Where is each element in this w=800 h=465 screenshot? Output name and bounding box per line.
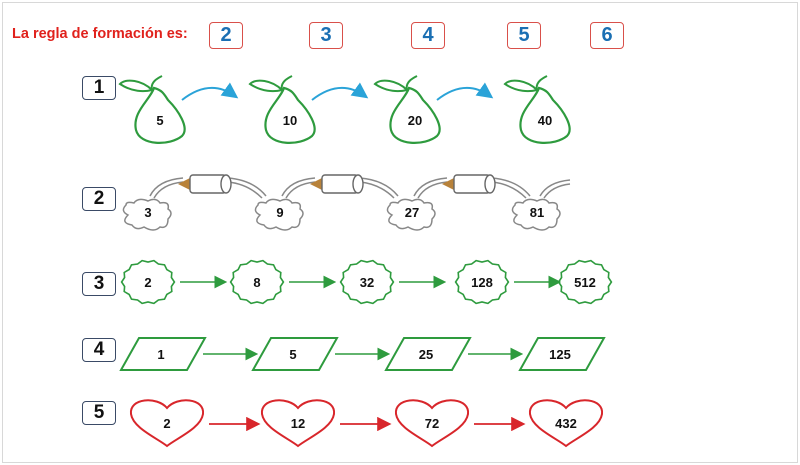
- sequence-value: 20: [408, 113, 422, 128]
- pear-body: [134, 86, 186, 144]
- row-label-4: 4: [82, 338, 116, 362]
- sequence-value: 1: [157, 347, 164, 362]
- sequence-value: 12: [291, 416, 305, 431]
- heart-icon: [528, 399, 604, 448]
- pear-icon: [373, 75, 441, 144]
- parallelogram-icon: [119, 337, 207, 371]
- pear-leaf: [118, 75, 163, 93]
- pear-body: [264, 86, 316, 144]
- pencil-tip: [178, 178, 190, 190]
- rule-option-6[interactable]: 6: [590, 22, 624, 49]
- pencil-end: [352, 174, 364, 194]
- pear-body: [389, 86, 441, 144]
- pear-leaf: [503, 75, 548, 93]
- sequence-value: 81: [530, 205, 544, 220]
- cloud-blob-icon: [386, 198, 436, 231]
- pencil-icon: [442, 174, 496, 194]
- sequence-value: 27: [405, 205, 419, 220]
- sequence-value: 10: [283, 113, 297, 128]
- motion-lines: [359, 177, 399, 199]
- motion-lines: [413, 177, 448, 199]
- sequence-value: 5: [289, 347, 296, 362]
- sequence-value: 32: [360, 275, 374, 290]
- sequence-value: 72: [425, 416, 439, 431]
- cloud-blob-icon: [254, 198, 304, 231]
- rule-option-3[interactable]: 3: [309, 22, 343, 49]
- rule-option-4[interactable]: 4: [411, 22, 445, 49]
- sequence-value: 128: [471, 275, 493, 290]
- motion-lines: [539, 179, 571, 199]
- pear-icon: [118, 75, 186, 144]
- parallelogram-icon: [251, 337, 339, 371]
- arrow-icon: [436, 82, 494, 101]
- row-label-2: 2: [82, 187, 116, 211]
- rule-option-5[interactable]: 5: [507, 22, 541, 49]
- heart-icon: [129, 399, 205, 448]
- arrow-icon: [181, 82, 239, 101]
- pear-icon: [503, 75, 571, 144]
- rule-option-2[interactable]: 2: [209, 22, 243, 49]
- arrow-icon: [311, 82, 369, 101]
- pear-leaf: [373, 75, 418, 93]
- motion-lines: [281, 177, 316, 199]
- motion-lines: [491, 177, 531, 199]
- sequence-value: 9: [276, 205, 283, 220]
- scalloped-circle-icon: [454, 259, 510, 305]
- sequence-value: 432: [555, 416, 577, 431]
- row-label-1: 1: [82, 76, 116, 100]
- sequence-value: 2: [163, 416, 170, 431]
- sequence-value: 512: [574, 275, 596, 290]
- sequence-value: 125: [549, 347, 571, 362]
- heart-icon: [394, 399, 470, 448]
- pear-body: [519, 86, 571, 144]
- sequence-value: 25: [419, 347, 433, 362]
- cloud-blob-icon: [511, 198, 561, 231]
- pencil-icon: [178, 174, 232, 194]
- scalloped-circle-icon: [557, 259, 613, 305]
- parallelogram-icon: [518, 337, 606, 371]
- motion-lines: [149, 177, 184, 199]
- parallelogram-icon: [384, 337, 472, 371]
- scalloped-circle-icon: [339, 259, 395, 305]
- pencil-end: [484, 174, 496, 194]
- sequence-value: 2: [144, 275, 151, 290]
- scalloped-circle-icon: [120, 259, 176, 305]
- pencil-tip: [310, 178, 322, 190]
- scalloped-circle-icon: [229, 259, 285, 305]
- row-label-3: 3: [82, 272, 116, 296]
- row-label-5: 5: [82, 401, 116, 425]
- sequence-value: 5: [156, 113, 163, 128]
- heart-icon: [260, 399, 336, 448]
- sequence-value: 3: [144, 205, 151, 220]
- pencil-tip: [442, 178, 454, 190]
- motion-lines: [227, 177, 267, 199]
- rule-title: La regla de formación es:: [12, 26, 188, 42]
- pencil-icon: [310, 174, 364, 194]
- pear-leaf: [248, 75, 293, 93]
- sequence-value: 8: [253, 275, 260, 290]
- cloud-blob-icon: [122, 198, 172, 231]
- sequence-value: 40: [538, 113, 552, 128]
- pencil-end: [220, 174, 232, 194]
- pear-icon: [248, 75, 316, 144]
